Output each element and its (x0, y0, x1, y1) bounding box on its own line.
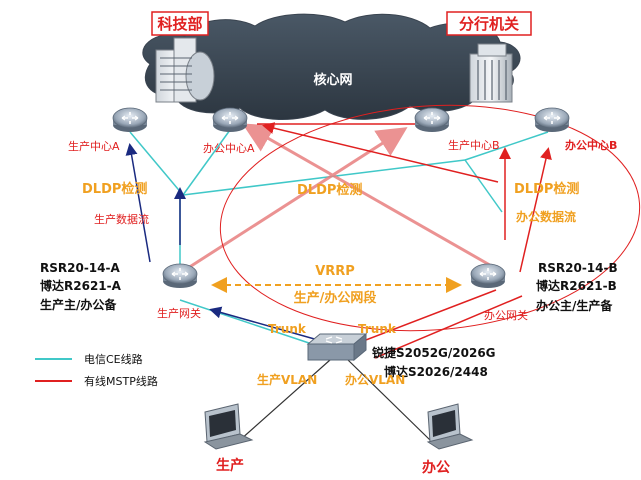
vrrp-segments-label: 生产/办公网段 (294, 290, 377, 306)
branch-office-label: 分行机关 (459, 15, 519, 33)
office-terminal-icon (426, 403, 474, 450)
office-center-a-label: 办公中心A (203, 142, 255, 155)
prod-center-a-label: 生产中心A (68, 139, 120, 153)
prod-terminal-label: 生产 (216, 457, 244, 474)
tech-dept-title: 科技部 (151, 11, 209, 36)
tech-dept-label: 科技部 (157, 15, 202, 33)
office-gateway-label: 办公网关 (484, 308, 528, 322)
legend: 电信CE线路 有线MSTP线路 (35, 352, 158, 388)
dldp-right-label: DLDP检测 (514, 181, 579, 197)
right-model-label: RSR20-14-B (538, 261, 618, 275)
router-icon (534, 107, 570, 133)
router-icon (112, 107, 148, 133)
switch-icon (306, 332, 368, 362)
vrrp-label: VRRP (315, 264, 355, 279)
left-role-label: 生产主/办公备 (40, 297, 117, 312)
legend-mstp-label: 有线MSTP线路 (84, 374, 158, 388)
left-brand-label: 博达R2621-A (40, 278, 122, 293)
switch-brand-label: 博达S2026/2448 (384, 364, 488, 379)
dldp-center-label: DLDP检测 (297, 182, 362, 198)
legend-ce-label: 电信CE线路 (84, 352, 143, 366)
router-icon (212, 107, 248, 133)
branch-office-title: 分行机关 (446, 11, 532, 36)
prod-center-b-label: 生产中心B (448, 138, 500, 152)
office-center-b-label: 办公中心B (565, 138, 617, 152)
prod-flow-label: 生产数据流 (94, 212, 149, 226)
trunk-left-label: Trunk (268, 322, 307, 336)
router-icon (162, 263, 198, 289)
trunk-right-label: Trunk (358, 322, 397, 336)
office-vlan-label: 办公VLAN (345, 372, 405, 387)
office-terminal-label: 办公 (422, 459, 450, 476)
right-role-label: 办公主/生产备 (536, 298, 613, 313)
prod-gateway-label: 生产网关 (157, 306, 201, 320)
switch-model-label: 锐捷S2052G/2026G (372, 345, 496, 360)
prod-vlan-label: 生产VLAN (257, 372, 317, 387)
mstp-cross-lines (187, 123, 496, 270)
right-brand-label: 博达R2621-B (536, 278, 617, 293)
left-model-label: RSR20-14-A (40, 261, 120, 275)
core-network-label: 核心网 (313, 72, 352, 88)
prod-terminal-icon (203, 403, 254, 450)
branch-office-building (469, 43, 513, 103)
dldp-left-label: DLDP检测 (82, 181, 147, 197)
office-flow-label: 办公数据流 (516, 209, 576, 224)
router-icon (470, 263, 506, 289)
mstp-lines (257, 122, 552, 359)
terminal-links (239, 359, 431, 441)
prod-flow-lines (125, 143, 319, 341)
redundancy-ellipse (219, 104, 641, 332)
router-icon (414, 107, 450, 133)
tech-dept-building (155, 37, 215, 103)
